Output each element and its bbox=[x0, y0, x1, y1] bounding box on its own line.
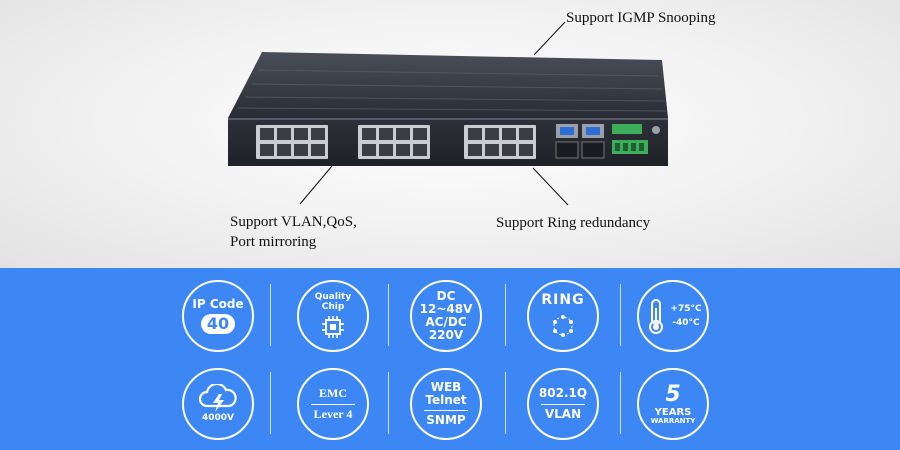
vlan-label: VLAN bbox=[544, 406, 582, 421]
thermometer-icon bbox=[649, 299, 664, 334]
warranty-number: 5 bbox=[665, 381, 681, 407]
power-dc-range: 12~48V bbox=[419, 301, 473, 316]
cloud-lightning-icon bbox=[198, 384, 237, 413]
ip-code-label: IP Code bbox=[192, 297, 244, 312]
temp-high: +75°C bbox=[670, 303, 702, 314]
badge-ip-code: IP Code 40 bbox=[182, 280, 254, 352]
power-acdc-label: AC/DC bbox=[425, 315, 467, 329]
badge-power-input: DC 12~48V AC/DC 220V bbox=[410, 280, 482, 352]
snmp-label: SNMP bbox=[426, 413, 466, 428]
callout-igmp: Support IGMP Snooping bbox=[566, 10, 716, 26]
surge-value: 4000V bbox=[201, 413, 234, 424]
warranty-years: YEARS bbox=[654, 406, 692, 418]
chip-icon bbox=[322, 316, 344, 339]
telnet-label: Telnet bbox=[425, 392, 467, 407]
power-dc-label: DC bbox=[436, 288, 456, 303]
web-label: WEB bbox=[430, 379, 462, 394]
divider bbox=[270, 284, 271, 346]
power-terminal-blocks bbox=[612, 124, 660, 154]
dot1q-label: 802.1Q bbox=[538, 386, 588, 401]
ip-code-value: 40 bbox=[200, 314, 236, 334]
badge-vlan: 802.1Q VLAN bbox=[527, 368, 599, 440]
sfp-ports bbox=[555, 124, 605, 159]
ring-topology-icon bbox=[553, 314, 573, 337]
divider bbox=[620, 372, 621, 434]
quality-chip-line2: Chip bbox=[321, 301, 345, 312]
quality-chip-line1: Quality bbox=[314, 291, 352, 302]
rj45-port-group-1 bbox=[256, 125, 328, 159]
management-separator bbox=[424, 410, 468, 412]
warranty-word: WARRANTY bbox=[650, 416, 696, 425]
divider bbox=[388, 372, 389, 434]
temp-low: -40°C bbox=[672, 318, 700, 328]
emc-level: Lever 4 bbox=[313, 406, 353, 421]
ring-label: RING bbox=[541, 292, 585, 309]
badge-temperature: +75°C -40°C bbox=[637, 280, 709, 352]
divider bbox=[620, 284, 621, 346]
divider bbox=[270, 372, 271, 434]
badge-ring: RING bbox=[527, 280, 599, 352]
product-area: Support IGMP Snooping Support VLAN,QoS, … bbox=[0, 0, 900, 268]
callout-ring: Support Ring redundancy bbox=[496, 215, 651, 231]
badge-warranty: 5 YEARS WARRANTY bbox=[637, 368, 709, 440]
divider bbox=[388, 284, 389, 346]
badge-quality-chip: Quality Chip bbox=[297, 280, 369, 352]
badge-emc: EMC Lever 4 bbox=[297, 368, 369, 440]
power-acdc-value: 220V bbox=[428, 328, 464, 343]
callout-vlan-line2: Port mirroring bbox=[230, 234, 317, 250]
callout-vlan-line1: Support VLAN,QoS, bbox=[230, 214, 357, 230]
emc-separator bbox=[311, 403, 355, 405]
feature-band: IP Code 40 Quality Chip DC 12~48V AC/DC … bbox=[0, 268, 900, 450]
callout-leader-lines bbox=[299, 21, 569, 206]
badge-management: WEB Telnet SNMP bbox=[410, 368, 482, 440]
divider bbox=[505, 372, 506, 434]
vlan-separator bbox=[541, 403, 585, 405]
emc-label: EMC bbox=[319, 386, 347, 401]
divider bbox=[505, 284, 506, 346]
industrial-switch-image bbox=[228, 52, 668, 166]
badge-surge-protection: 4000V bbox=[182, 368, 254, 440]
rj45-port-group-3 bbox=[464, 125, 536, 159]
rj45-port-group-2 bbox=[358, 125, 430, 159]
